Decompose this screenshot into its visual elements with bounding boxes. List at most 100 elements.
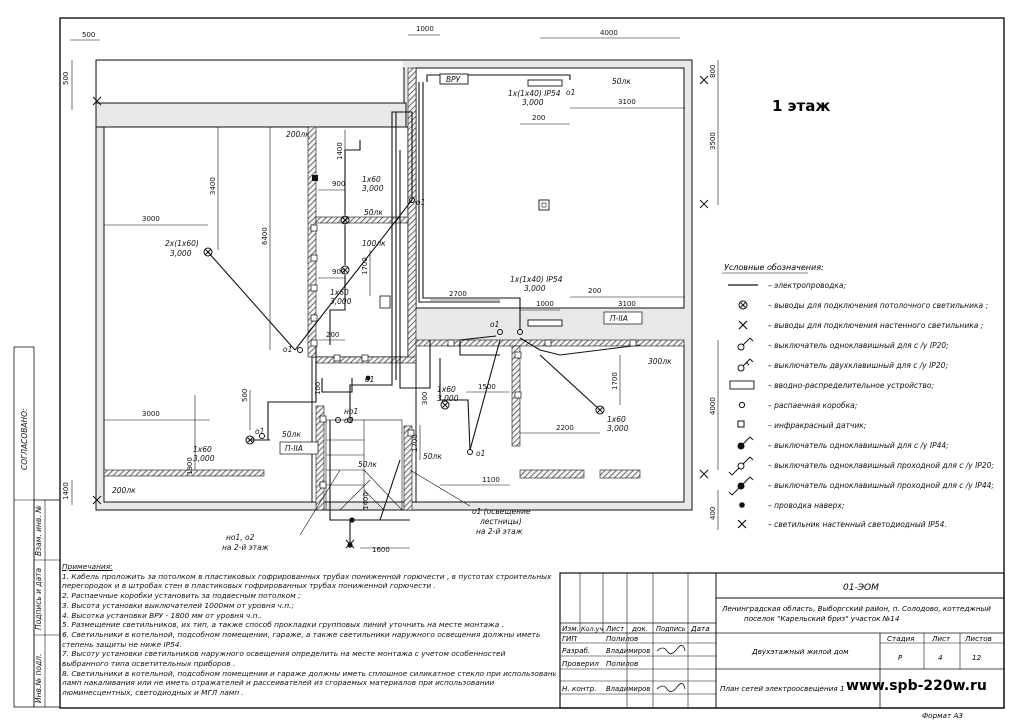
- junction-box-icon: [738, 401, 746, 409]
- note-line: люминесцентных, светодиодных и МГЛ ламп …: [62, 688, 244, 698]
- col-podp: Подпись: [656, 625, 686, 633]
- lux-50-d: 50лк: [358, 460, 377, 469]
- dim-1000-top: 1000: [416, 25, 434, 33]
- dim-800-right: 800: [709, 65, 717, 78]
- vru-label: ВРУ: [446, 75, 461, 84]
- dim-400-right: 400: [709, 507, 717, 520]
- fixture-1x40-b: 1x(1x40) IP54: [510, 275, 563, 284]
- dim-2700: 2700: [449, 290, 467, 298]
- head-sheets: Листов: [964, 634, 992, 643]
- dim-1900: 1900: [186, 457, 194, 475]
- dim-200-b: 200: [588, 287, 601, 295]
- distribution-board-icon: [729, 380, 755, 390]
- lux-50-a: 50лк: [612, 77, 631, 86]
- switch-o1-f: о1: [255, 427, 264, 436]
- fixture-1x40-a-height: 3,000: [522, 98, 544, 107]
- legend-item: – выключатель одноклавишный для с /у IP2…: [768, 341, 949, 350]
- stair-light-2: лестницы): [479, 517, 522, 526]
- legend-item: – выводы для подключения потолочного све…: [768, 301, 988, 310]
- dim-100: 100: [314, 382, 322, 395]
- switch-o2: о2: [344, 416, 354, 425]
- to-2nd-floor: на 2-й этаж: [222, 543, 269, 552]
- sheet-frame: [59, 17, 1005, 709]
- switch-passthrough-ip20-icon: [728, 456, 754, 476]
- dim-1400-a: 1400: [336, 142, 344, 160]
- sheet-value: 4: [938, 653, 943, 662]
- legend-item: – проводка наверх;: [768, 501, 844, 510]
- dim-500-top: 500: [82, 31, 95, 39]
- side-sign-date: Подпись и дата: [34, 567, 43, 630]
- dim-1400-left: 1400: [62, 482, 70, 500]
- legend-item: – электропроводка;: [768, 281, 846, 290]
- dim-200-c: 200: [532, 114, 545, 122]
- switch-o1-c: о1: [490, 320, 499, 329]
- head-stage: Стадия: [887, 634, 915, 643]
- led-wall-light-icon: [737, 519, 747, 529]
- title-block-text: 01-ЭОМ Ленинградская область, Выборгский…: [562, 583, 992, 693]
- note-line: 6. Светильники в котельной, подсобном по…: [62, 629, 541, 639]
- dim-1000-mid: 1000: [536, 300, 554, 308]
- fixture-2x60: 2x(1x60): [165, 239, 199, 248]
- switch-1key-ip44-icon: [737, 436, 754, 450]
- dim-1400-stairs: 1400: [362, 492, 370, 510]
- note-line: выбранного типа осветительных приборов .: [62, 659, 236, 669]
- dim-1700-b: 1700: [611, 372, 619, 390]
- switch-passthrough-ip44-icon: [728, 476, 754, 496]
- note-line: перегородок и в штробах стен в пластиков…: [62, 581, 436, 591]
- stair-light-1: о1 (освещение: [472, 507, 531, 516]
- fixture-2x60-height: 3,000: [170, 249, 192, 258]
- legend-item: – выключатель одноклавишный проходной дл…: [768, 481, 994, 490]
- fixture-1x60-a: 1x60: [362, 175, 381, 184]
- side-stamp: СОГЛАСОВАНО: Взам. инв. № Подпись и дата…: [13, 346, 61, 708]
- side-agreed: СОГЛАСОВАНО:: [20, 408, 29, 470]
- dim-4000-right: 4000: [709, 397, 717, 415]
- switch-o1-g: о1: [476, 449, 485, 458]
- plan-labels: ВРУ 200лк 200лк 50лк 50лк 50лк 50лк 50лк…: [112, 75, 672, 552]
- dim-2200: 2200: [556, 424, 574, 432]
- lux-100: 100лк: [362, 239, 386, 248]
- doc-code: 01-ЭОМ: [843, 583, 879, 593]
- title-block: [559, 572, 1005, 709]
- role-nkontr: Н. контр.: [562, 684, 596, 693]
- fixture-1x60-e-height: 3,000: [607, 424, 629, 433]
- dimension-labels: 500 500 1000 4000 800 3500 4000 400 3400…: [62, 25, 717, 554]
- dim-3000-a: 3000: [142, 215, 160, 223]
- name-polilov-prov: Полилов: [606, 659, 638, 668]
- fixture-1x60-a-height: 3,000: [362, 184, 384, 193]
- lux-200-a: 200лк: [286, 130, 310, 139]
- fixture-1x60-d: 1x60: [437, 385, 456, 394]
- note-line: 2. Распаечные коробки установить за подв…: [62, 591, 301, 601]
- col-kol: Кол.уч: [581, 625, 603, 633]
- address-line-2: поселок "Карельский бриз" участок №14: [744, 614, 900, 623]
- object-name: Двухэтажный жилой дом: [751, 647, 849, 656]
- fixture-1x60-c: 1x60: [193, 445, 212, 454]
- dim-3500-right: 3500: [709, 132, 717, 150]
- stage-value: Р: [898, 653, 903, 662]
- dim-1700-c: 1700: [411, 434, 419, 452]
- fixture-1x60-c-height: 3,000: [193, 454, 215, 463]
- col-list: Лист: [605, 624, 625, 633]
- dim-3400: 3400: [209, 177, 217, 195]
- floor-label: 1 этаж: [772, 97, 830, 115]
- dim-300: 300: [421, 392, 429, 405]
- legend-item: – распаечная коробка;: [768, 401, 857, 410]
- switch-2key-ip20-icon: [737, 358, 754, 372]
- format-label: Формат А3: [922, 711, 963, 720]
- watermark: www.spb-220w.ru: [846, 678, 987, 694]
- fixture-1x60-d-height: 3,000: [437, 394, 459, 403]
- address-line-1: Ленинградская область, Выборгский район,…: [721, 604, 991, 613]
- dim-900-b: 900: [332, 268, 345, 276]
- legend-item: – светильник настенный светодиодный IP54…: [768, 520, 947, 529]
- fixture-1x60-e: 1x60: [607, 415, 626, 424]
- role-prov: Проверил: [562, 659, 599, 668]
- dim-1100: 1100: [482, 476, 500, 484]
- dim-4000-top: 4000: [600, 29, 618, 37]
- stair-light-3: на 2-й этаж: [476, 527, 523, 536]
- room-p2a-a: П-IIА: [610, 314, 628, 323]
- ir-sensor-icon: [737, 420, 745, 428]
- role-gip: ГИП: [562, 634, 577, 643]
- legend-item: – выключатель одноклавишный для с /у IP4…: [768, 441, 949, 450]
- switch-1key-ip20-icon: [737, 337, 754, 351]
- ceiling-outlet-icon: [738, 300, 748, 310]
